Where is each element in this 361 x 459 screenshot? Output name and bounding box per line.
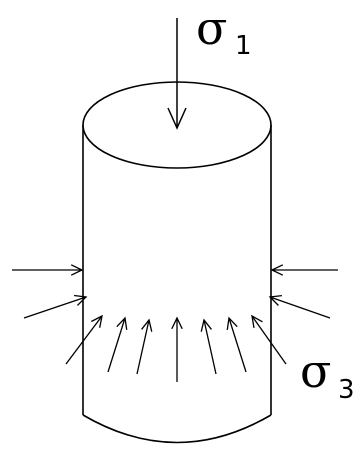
confining-arrow: [270, 264, 338, 276]
confining-arrow: [251, 314, 287, 365]
sigma1-label: σ 1: [196, 1, 252, 61]
sigma3-subscript: 3: [338, 375, 355, 405]
sigma3-label: σ 3: [300, 344, 355, 405]
confining-arrow: [200, 318, 217, 375]
confining-arrow: [171, 316, 183, 382]
sigma1-subscript: 1: [235, 31, 252, 61]
sigma1-symbol: σ: [196, 1, 227, 55]
confining-arrow: [23, 294, 88, 319]
confining-arrow: [107, 316, 128, 373]
confining-arrow: [268, 294, 331, 319]
confining-pressure-arrows: [12, 264, 338, 382]
cylinder-bottom: [82, 414, 272, 444]
confining-arrow: [136, 318, 153, 375]
sigma3-symbol: σ: [300, 344, 331, 398]
confining-arrow: [12, 264, 84, 276]
cylinder: [82, 81, 272, 444]
axial-arrow: [167, 18, 187, 130]
confining-arrow: [226, 316, 247, 373]
confining-arrow: [65, 314, 103, 365]
